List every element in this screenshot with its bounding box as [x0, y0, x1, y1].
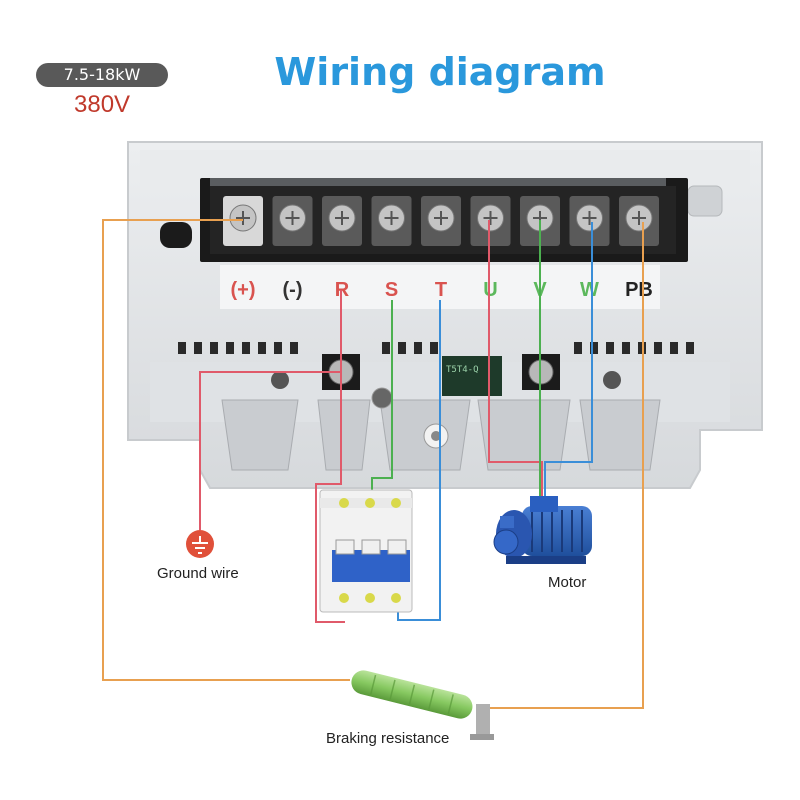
- wire-pb-to-resistor: [480, 222, 644, 709]
- terminal-screw-2: [322, 196, 362, 246]
- braking-resistance-label: Braking resistance: [326, 730, 449, 747]
- terminal-screw-3: [371, 196, 412, 246]
- wires: [102, 219, 644, 709]
- terminal-screw-7: [569, 196, 610, 246]
- terminal-label-1: (-): [283, 279, 303, 301]
- wire-w-to-motor: [544, 222, 593, 500]
- ground-icon: [186, 530, 214, 558]
- terminal-screw-5: [470, 196, 511, 246]
- resistor-icon: [351, 670, 494, 740]
- wire-plus-to-resistor: [102, 219, 350, 681]
- terminal-label-0: (+): [231, 279, 256, 301]
- motor-icon: [493, 496, 592, 564]
- terminal-label-3: S: [385, 279, 398, 301]
- terminal-screw-4: [421, 196, 461, 246]
- motor-label: Motor: [548, 574, 586, 591]
- wire-r-to-breaker: [315, 290, 345, 623]
- terminal-label-7: W: [580, 279, 599, 301]
- terminal-label-8: PB: [625, 279, 653, 301]
- terminal-label-2: R: [335, 279, 350, 301]
- breaker-icon: [319, 489, 413, 613]
- terminal-label-4: T: [435, 279, 447, 301]
- terminal-label-5: U: [483, 279, 497, 301]
- power-range-badge: 7.5-18kW: [36, 63, 168, 87]
- wire-u-to-motor: [488, 220, 543, 500]
- terminal-screw-8: [619, 196, 659, 246]
- ground-wire-label: Ground wire: [157, 565, 239, 582]
- page-title: Wiring diagram: [274, 50, 606, 94]
- wire-ground: [199, 371, 341, 530]
- terminal-screw-1: [272, 196, 313, 246]
- svg-text:T5T4-Q: T5T4-Q: [446, 365, 479, 375]
- wire-t-to-breaker: [397, 300, 441, 621]
- voltage-label: 380V: [74, 91, 131, 118]
